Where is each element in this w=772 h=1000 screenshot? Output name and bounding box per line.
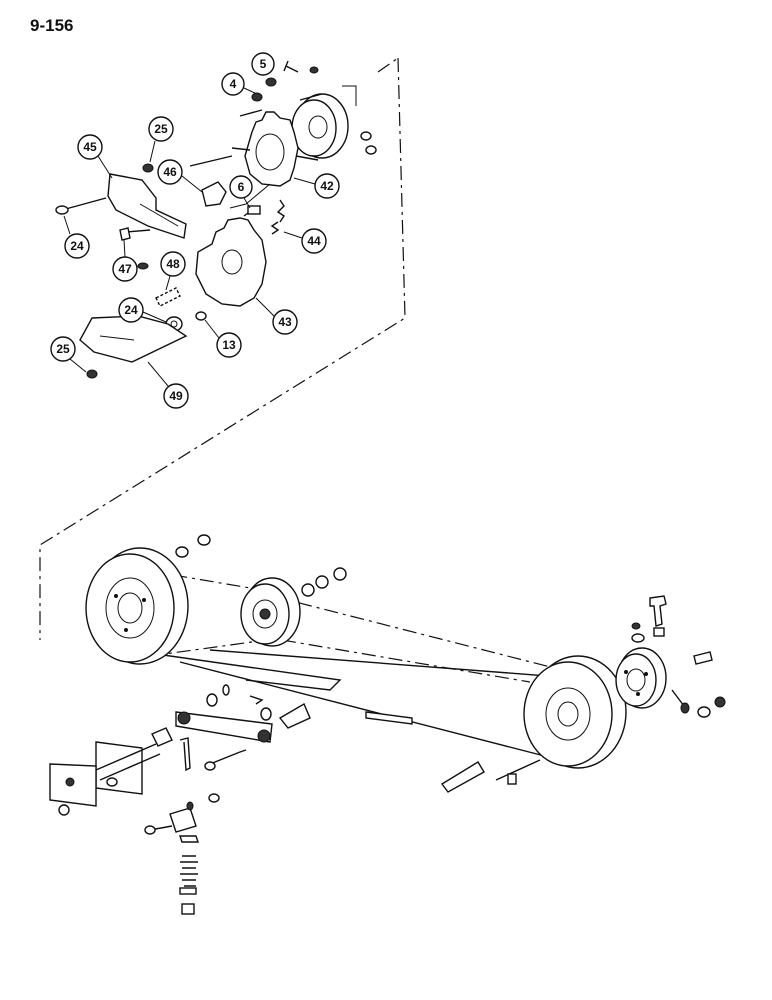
callout-13: 13	[204, 319, 242, 358]
svg-text:42: 42	[320, 179, 334, 193]
callout-46: 46	[157, 159, 203, 193]
callout-49: 49	[147, 361, 189, 409]
callout-4: 4	[221, 72, 256, 96]
callout-25-lower: 25	[50, 336, 87, 373]
drive-belts	[119, 565, 601, 761]
callout-25-upper: 25	[148, 116, 174, 163]
large-left-pulley	[85, 547, 189, 665]
adjuster-assembly	[144, 793, 220, 915]
middle-idler-pulley	[240, 567, 347, 647]
svg-text:47: 47	[118, 262, 132, 276]
svg-text:24: 24	[70, 239, 84, 253]
svg-text:44: 44	[307, 234, 321, 248]
callout-6: 6	[229, 175, 253, 209]
callout-43: 43	[255, 297, 298, 335]
svg-text:13: 13	[222, 338, 236, 352]
small-right-pulley	[615, 647, 667, 709]
callout-44: 44	[283, 228, 327, 254]
svg-text:45: 45	[83, 140, 97, 154]
mounting-bracket	[49, 741, 161, 816]
svg-text:49: 49	[169, 389, 183, 403]
detail-boundary	[39, 57, 406, 640]
clutch-hub-assembly	[283, 60, 377, 161]
callout-48: 48	[160, 251, 186, 291]
svg-text:4: 4	[230, 77, 237, 91]
svg-text:24: 24	[124, 303, 138, 317]
svg-text:6: 6	[238, 180, 245, 194]
small-hardware	[86, 77, 277, 379]
spacer-48	[155, 287, 181, 307]
svg-text:25: 25	[154, 122, 168, 136]
tensioner-arm	[151, 684, 311, 772]
svg-text:25: 25	[56, 342, 70, 356]
large-right-pulley	[523, 655, 627, 769]
callout-24-upper: 24	[63, 215, 90, 259]
callout-47: 47	[112, 239, 138, 282]
idler-bracket-45	[55, 173, 187, 270]
svg-text:5: 5	[260, 57, 267, 71]
callout-45: 45	[77, 134, 113, 179]
svg-text:46: 46	[163, 165, 177, 179]
large-sprocket-43	[195, 183, 271, 307]
svg-text:43: 43	[278, 315, 292, 329]
small-sprocket-42	[231, 109, 299, 187]
page-number: 9-156	[30, 16, 74, 35]
callout-42: 42	[293, 173, 340, 199]
spring-44	[270, 199, 285, 235]
drive-shaft	[365, 711, 541, 793]
right-hardware	[631, 595, 726, 718]
bolt-6	[243, 205, 261, 217]
guard-plate-49	[79, 315, 188, 363]
pulley-hardware-left	[175, 534, 211, 558]
callout-5: 5	[251, 52, 275, 76]
idler-46	[189, 155, 233, 207]
svg-text:48: 48	[166, 257, 180, 271]
callout-24-lower: 24	[118, 297, 167, 323]
